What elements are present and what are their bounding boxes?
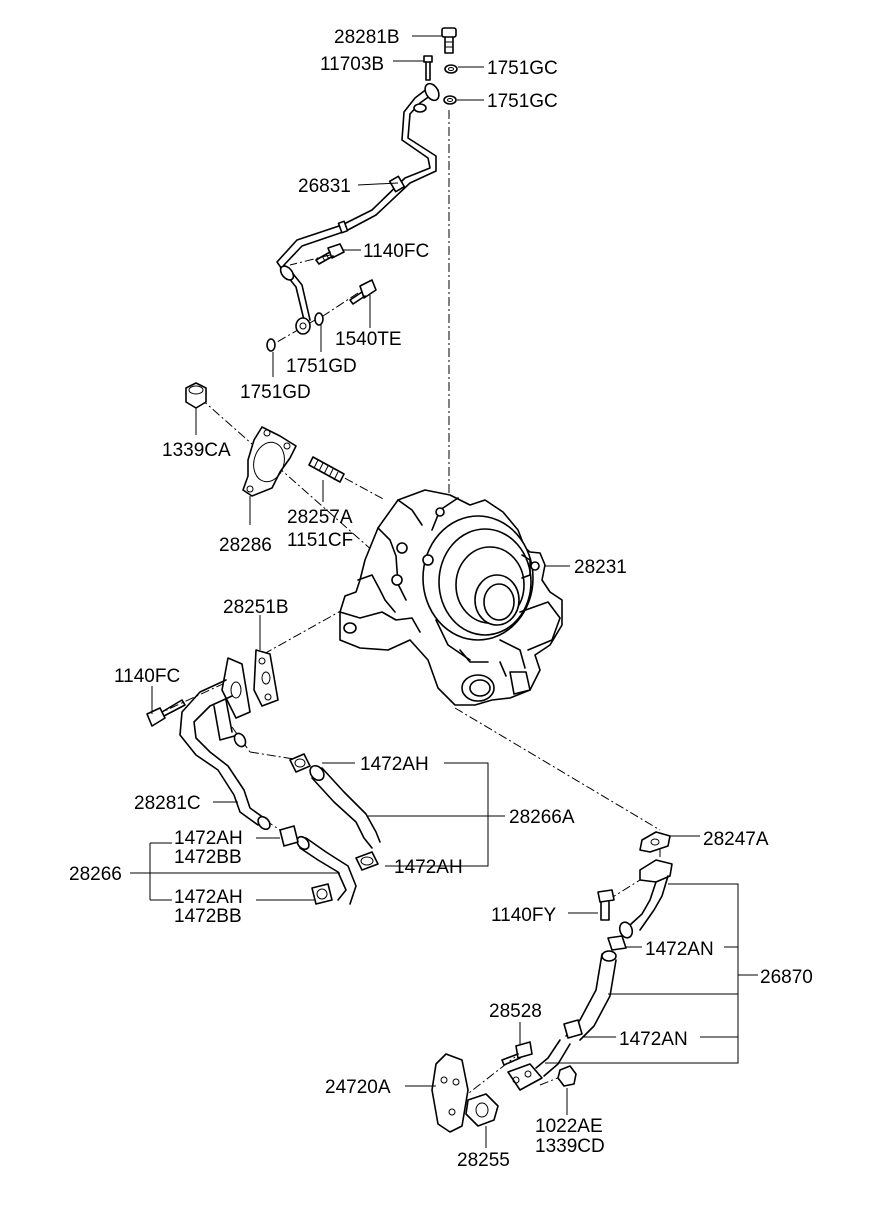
bolt-28281B — [441, 27, 457, 54]
hose-28266 — [296, 835, 357, 905]
clamp-1472AH-a — [289, 753, 311, 773]
gasket-28255 — [465, 1093, 499, 1127]
label-28286: 28286 — [219, 535, 272, 556]
clamp-1472AH-c — [279, 825, 299, 847]
gasket-28247A — [639, 831, 671, 853]
bolt-1140FC-lower — [146, 699, 186, 727]
label-1472AH-b: 1472AH — [174, 828, 243, 849]
bolt-28528 — [501, 1041, 533, 1066]
nut-1339CA — [185, 382, 207, 409]
clamp-1472AN-b — [563, 1019, 583, 1039]
label-11703B: 11703B — [320, 54, 384, 75]
label-1140FC-b: 1140FC — [114, 666, 180, 687]
label-1472AN-a: 1472AN — [645, 939, 714, 960]
label-1472AH-a: 1472AH — [360, 754, 429, 775]
washer-1751GD-a — [314, 312, 324, 326]
leader-lines — [130, 35, 758, 1148]
label-28251B: 28251B — [223, 597, 289, 618]
label-28257A: 28257A — [287, 507, 353, 528]
label-28281B: 28281B — [334, 27, 400, 48]
stud-28257A — [308, 456, 345, 483]
label-1472AH-d: 1472AH — [174, 887, 243, 908]
bolt-1140FC-upper — [315, 243, 345, 265]
pipe-26870-lower — [507, 1039, 571, 1091]
gasket-28251B — [253, 649, 279, 707]
part-labels: 28281B 11703B 1751GC 1751GC 26831 1140FC… — [69, 27, 813, 1171]
label-1540TE: 1540TE — [335, 329, 402, 350]
oil-feed-pipe-26831 — [276, 82, 440, 335]
turbocharger-28231 — [339, 489, 563, 706]
clamp-1472AN-a — [607, 935, 627, 951]
label-26831: 26831 — [298, 176, 351, 197]
label-28528: 28528 — [489, 1001, 542, 1022]
label-1751GC-b: 1751GC — [487, 91, 558, 112]
label-26870: 26870 — [760, 967, 813, 988]
label-1151CF: 1151CF — [287, 530, 353, 551]
clamp-1472AH-d — [311, 883, 333, 905]
hose-28266A — [309, 764, 381, 849]
label-1751GC-a: 1751GC — [487, 58, 558, 79]
label-1472BB-a: 1472BB — [174, 847, 242, 868]
washer-1751GC-b — [443, 95, 457, 105]
nut-1022AE — [557, 1065, 577, 1087]
label-1472AN-b: 1472AN — [619, 1029, 688, 1050]
label-28255: 28255 — [457, 1150, 510, 1171]
bolt-1140FY — [597, 889, 615, 921]
label-28266: 28266 — [69, 864, 122, 885]
label-1751GD-a: 1751GD — [286, 356, 357, 377]
label-1472AH-c: 1472AH — [394, 857, 463, 878]
oil-return-pipe-28281C — [179, 657, 271, 831]
gasket-28286 — [242, 426, 297, 497]
label-28247A: 28247A — [703, 829, 769, 850]
label-1140FC-a: 1140FC — [363, 241, 429, 262]
label-28281C: 28281C — [134, 793, 201, 814]
washer-1751GD-b — [266, 338, 276, 352]
label-1339CA: 1339CA — [162, 440, 231, 461]
bolt-11703B — [423, 55, 433, 81]
washer-1751GC-a — [444, 64, 458, 74]
bracket-24720A — [431, 1053, 469, 1133]
label-28231: 28231 — [574, 557, 627, 578]
label-1022AE: 1022AE — [535, 1116, 603, 1137]
pipe-26870-upper — [618, 859, 673, 939]
label-24720A: 24720A — [325, 1077, 391, 1098]
bolt-1540TE — [349, 279, 377, 305]
label-1472BB-b: 1472BB — [174, 906, 242, 927]
clamp-1472AH-b — [355, 851, 379, 871]
label-1140FY: 1140FY — [491, 905, 556, 926]
label-1339CD: 1339CD — [535, 1136, 605, 1157]
label-28266A: 28266A — [509, 807, 575, 828]
label-1751GD-b: 1751GD — [240, 382, 311, 403]
